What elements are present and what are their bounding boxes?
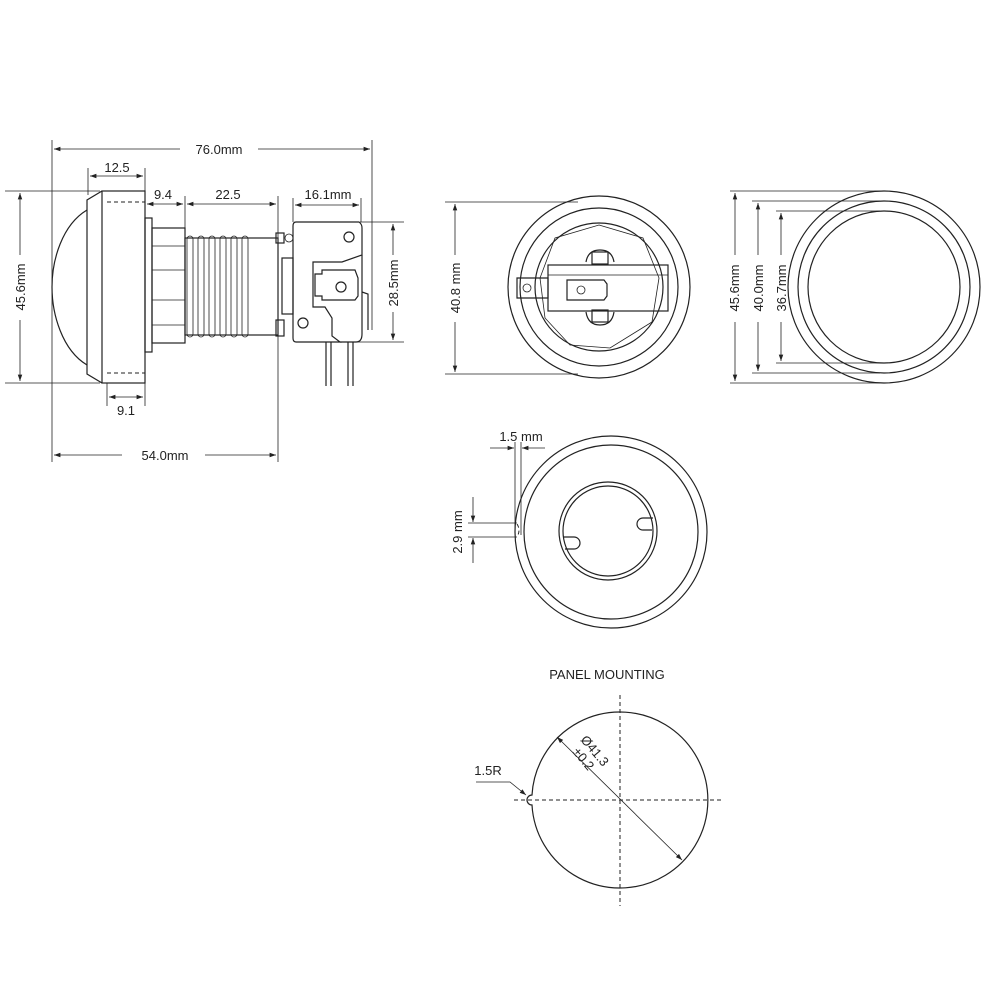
cutout-outline <box>526 711 709 889</box>
switch-mount <box>281 257 294 315</box>
terminal <box>516 277 549 299</box>
rear-view: 40.8 mm <box>445 195 691 379</box>
terminal <box>314 269 359 301</box>
panel-mounting-view: PANEL MOUNTING Ø41.3 ±0.2 1.5R <box>474 667 722 906</box>
clip <box>275 319 285 337</box>
mount-hole <box>297 317 309 329</box>
dim-length-to-switch: 54.0mm <box>142 448 189 463</box>
switch-base <box>547 264 669 312</box>
side-view: 76.0mm 12.5 9.4 22.5 16.1mm 28.5mm 45.6m… <box>5 140 404 463</box>
dim-mid-diameter: 40.0mm <box>751 265 766 312</box>
bottom-view: 1.5 mm 2.9 mm <box>450 429 708 629</box>
dim-bezel-depth: 9.1 <box>117 403 135 418</box>
dim-notch-radius: 1.5R <box>474 763 501 778</box>
dim-overall-length: 76.0mm <box>196 142 243 157</box>
thread-ridges <box>186 235 249 338</box>
dome-cap <box>51 209 88 366</box>
dim-key-width: 1.5 mm <box>499 429 542 444</box>
dim-nut-length: 9.4 <box>154 187 172 202</box>
lever <box>361 291 369 330</box>
mount-hole <box>343 231 355 243</box>
threaded-body <box>184 237 279 336</box>
cap-lip <box>86 190 103 384</box>
panel-mounting-title: PANEL MOUNTING <box>549 667 665 682</box>
clip <box>275 232 285 244</box>
dim-switch-length: 16.1mm <box>305 187 352 202</box>
nut <box>151 227 186 344</box>
dim-switch-height: 28.5mm <box>386 260 401 307</box>
flange <box>144 217 153 353</box>
microswitch-body <box>292 221 363 343</box>
bezel <box>101 190 146 384</box>
dim-body-length: 22.5 <box>215 187 240 202</box>
dim-key-height: 2.9 mm <box>450 510 465 553</box>
dim-outer-diameter: 45.6mm <box>727 265 742 312</box>
front-view: 45.6mm 40.0mm 36.7mm <box>727 190 981 384</box>
dim-cap-length: 12.5 <box>104 160 129 175</box>
terminal <box>566 279 608 301</box>
dim-nut-diameter: 40.8 mm <box>448 263 463 314</box>
dim-cap-diameter: 45.6mm <box>13 264 28 311</box>
dim-inner-diameter: 36.7mm <box>774 265 789 312</box>
